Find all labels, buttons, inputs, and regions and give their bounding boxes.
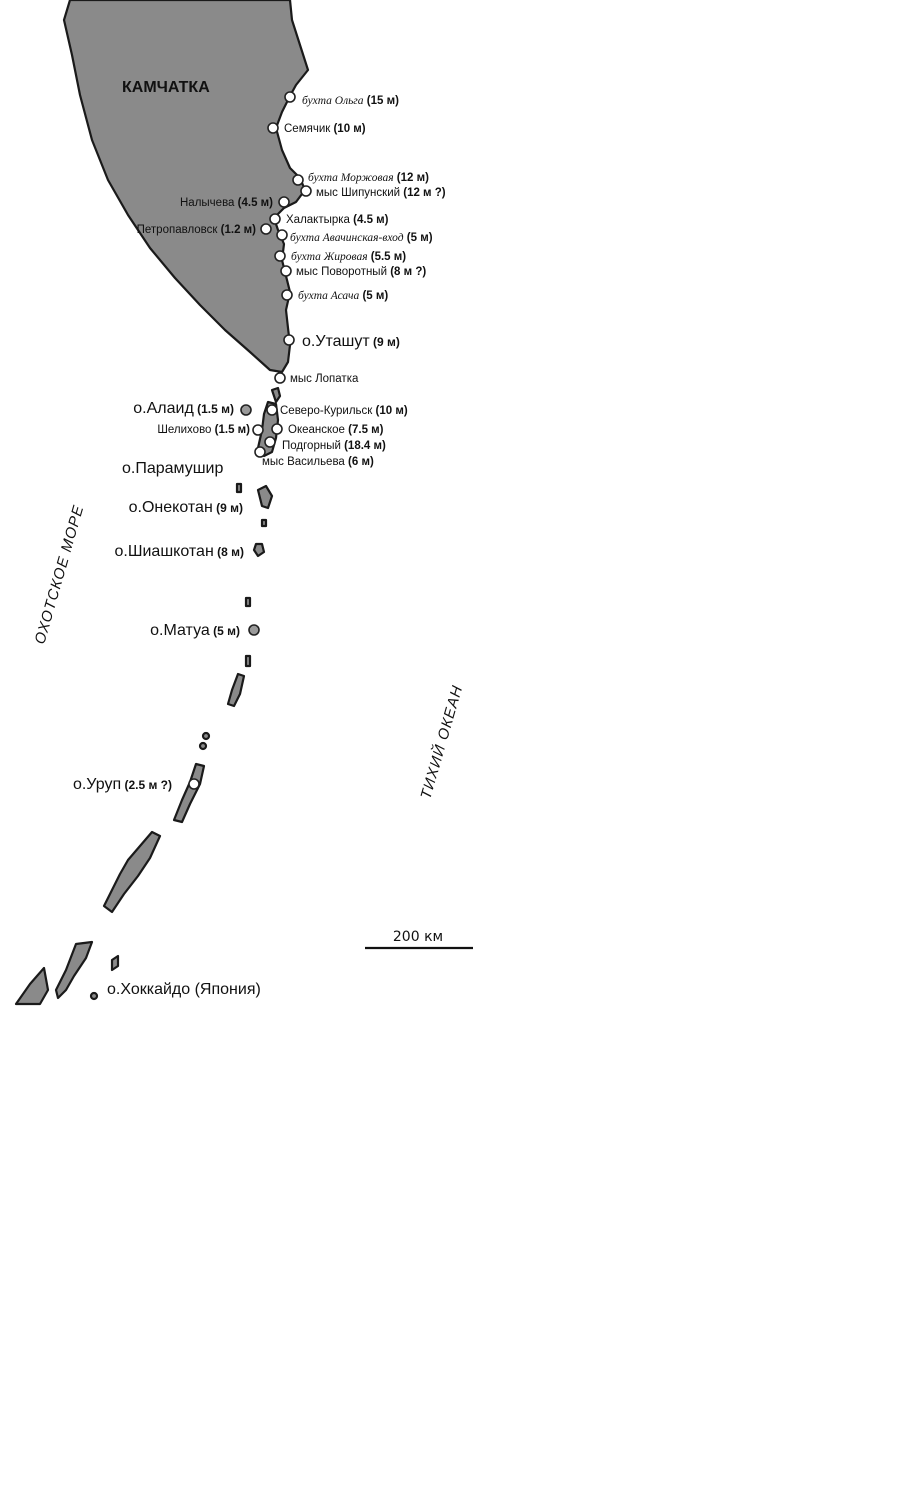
label-nalycheva: Налычева (4.5 м) (180, 197, 273, 209)
marker-shipunsky (300, 185, 312, 197)
marker-petropavlovsk (260, 223, 272, 235)
marker-podgorny (264, 436, 276, 448)
label-matua: о.Матуа (5 м) (150, 622, 240, 639)
islet-2 (260, 518, 268, 528)
islet-1 (235, 482, 243, 494)
label-lopatka: мыс Лопатка (290, 373, 359, 385)
urup-island (172, 762, 206, 824)
shikotan-island (110, 954, 120, 972)
label-vasilyeva: мыс Васильева (6 м) (262, 456, 374, 468)
sea-label-okhotsk: ОХОТСКОЕ МОРЕ (32, 503, 88, 646)
marker-asacha (281, 289, 293, 301)
kunashir-island (54, 940, 94, 1000)
marker-olga (284, 91, 296, 103)
label-petropavlovsk: Петропавловск (1.2 м) (137, 224, 257, 236)
simushir-island (226, 672, 246, 708)
matua-island (248, 624, 260, 636)
islet-4 (244, 654, 252, 668)
scale-bar-label: 200 км (393, 929, 443, 945)
label-zhirovaya: бухта Жировая (5.5 м) (291, 251, 406, 263)
label-urup: о.Уруп (2.5 м ?) (73, 776, 172, 793)
marker-semyachik (267, 122, 279, 134)
marker-lopatka (274, 372, 286, 384)
marker-vasilyeva (254, 446, 266, 458)
label-shipunsky: мыс Шипунский (12 м ?) (316, 187, 446, 199)
label-povorotny: мыс Поворотный (8 м ?) (296, 266, 426, 278)
marker-urup (188, 778, 200, 790)
marker-povorotny (280, 265, 292, 277)
islet-6 (198, 741, 208, 751)
marker-morzhovaya (292, 174, 304, 186)
kamchatka-kuril-map: КАМЧАТКА ОХОТСКОЕ МОРЕ ТИХИЙ ОКЕАН бухта… (14, 0, 473, 1006)
label-semyachik: Семячик (10 м) (284, 123, 366, 135)
marker-nalycheva (278, 196, 290, 208)
label-okeanskoe: Океанское (7.5 м) (288, 424, 384, 436)
label-olga: бухта Ольга (15 м) (302, 95, 399, 107)
marker-utashut (283, 334, 295, 346)
label-morzhovaya: бухта Моржовая (12 м) (308, 172, 429, 184)
label-shelikhovo: Шелихово (1.5 м) (157, 424, 250, 436)
label-khalaktyrka: Халактырка (4.5 м) (286, 214, 389, 226)
label-alaid: о.Алаид (1.5 м) (133, 400, 234, 417)
marker-shelikhovo (252, 424, 264, 436)
islet-5 (201, 731, 211, 741)
islet-3 (244, 596, 252, 608)
label-asacha: бухта Асача (5 м) (298, 290, 388, 302)
hokkaido-landmass (14, 966, 50, 1006)
label-utashut: о.Уташут (9 м) (302, 333, 400, 350)
label-hokkaido: о.Хоккайдо (Япония) (107, 981, 261, 998)
region-label-kamchatka: КАМЧАТКА (122, 79, 210, 96)
label-paramushir: о.Парамушир (122, 460, 223, 477)
marker-khalaktyrka (269, 213, 281, 225)
marker-zhirovaya (274, 250, 286, 262)
kamchatka-landmass (62, 0, 310, 374)
islet-7 (89, 991, 99, 1001)
sea-label-pacific: ТИХИЙ ОКЕАН (417, 683, 467, 801)
label-avacha: бухта Авачинская-вход (5 м) (290, 232, 433, 244)
marker-avacha (276, 229, 288, 241)
marker-severo-kurilsk (266, 404, 278, 416)
shiashkotan-island (252, 542, 266, 558)
marker-okeanskoe (271, 423, 283, 435)
label-onekotan: о.Онекотан (9 м) (129, 499, 243, 516)
iturup-island (102, 830, 162, 914)
shumshu-island (270, 386, 282, 404)
onekotan-island (256, 484, 274, 510)
alaid-island (240, 404, 252, 416)
label-severo-kurilsk: Северо-Курильск (10 м) (280, 405, 408, 417)
label-shiashkotan: о.Шиашкотан (8 м) (114, 543, 244, 560)
label-podgorny: Подгорный (18.4 м) (282, 440, 386, 452)
